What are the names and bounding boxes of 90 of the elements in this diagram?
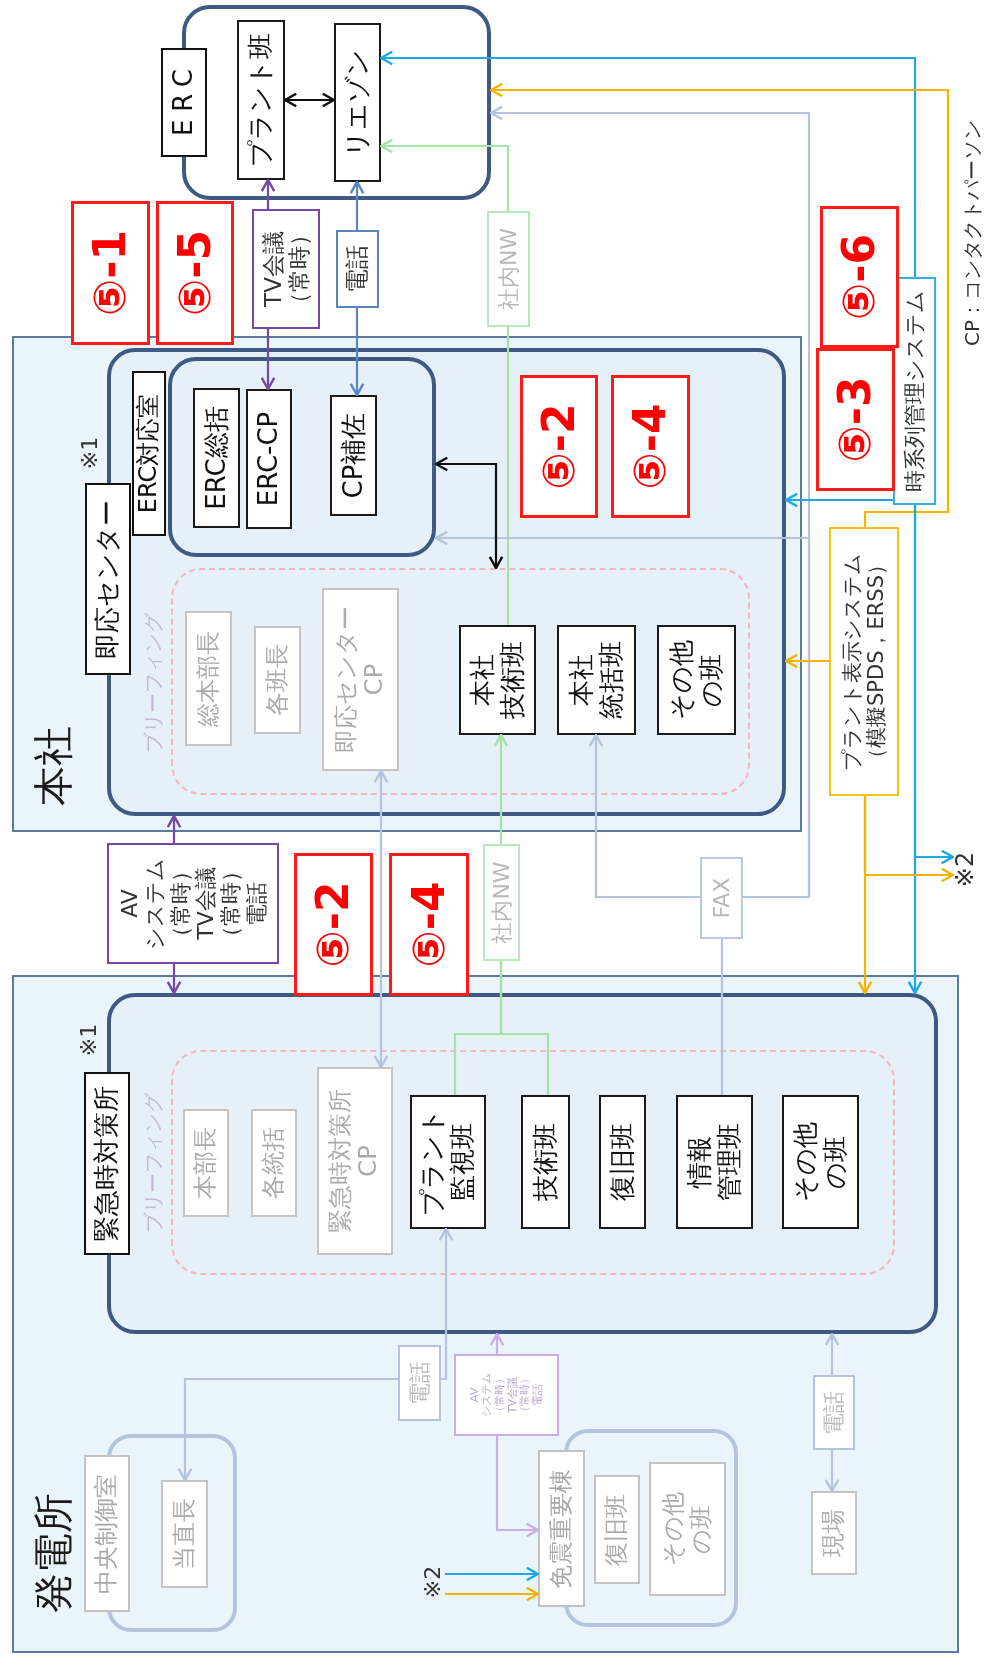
role-box: 各統括 bbox=[251, 1109, 297, 1217]
channel-box: 電話 bbox=[398, 1345, 441, 1421]
channel-box: 社内NW bbox=[483, 844, 520, 961]
arrow bbox=[445, 1586, 540, 1602]
organization-frame bbox=[168, 357, 436, 557]
title-box: 緊急時対策所 bbox=[84, 1072, 130, 1255]
step-label: ⑤-5 bbox=[156, 201, 234, 345]
team-box: 技術班 bbox=[521, 1095, 570, 1229]
role-box: その他の班 bbox=[649, 1462, 726, 1596]
role-box: 緊急時対策所CP bbox=[317, 1067, 393, 1255]
arrow bbox=[445, 1566, 540, 1582]
note-mark: ※2 bbox=[421, 1560, 445, 1604]
channel-box: 電話 bbox=[813, 1375, 855, 1450]
role-box: 当直長 bbox=[161, 1480, 208, 1588]
step-label: ⑤-6 bbox=[820, 206, 899, 348]
channel-box: AVシステム（常時）TV会議（常時）電話 bbox=[454, 1354, 559, 1436]
team-box: 本社統括班 bbox=[557, 625, 636, 735]
role-box: 総本部長 bbox=[185, 611, 232, 746]
arrow bbox=[824, 1332, 840, 1375]
title-box: 免震重要棟 bbox=[538, 1450, 585, 1607]
footnote-mark: ※1 bbox=[76, 435, 104, 472]
arrow bbox=[177, 1377, 398, 1482]
team-box: リエゾン bbox=[334, 23, 381, 182]
role-box: 即応センターCP bbox=[322, 588, 399, 771]
site-area bbox=[12, 975, 959, 1653]
title-box: 即応センター bbox=[85, 483, 131, 675]
arrow bbox=[495, 1436, 540, 1538]
connector-line bbox=[506, 327, 510, 625]
step-label: ⑤-2 bbox=[520, 375, 598, 518]
arrow bbox=[434, 456, 504, 570]
step-label: ⑤-2 bbox=[294, 853, 373, 996]
arrow bbox=[588, 733, 700, 899]
arrow bbox=[260, 329, 276, 391]
arrow bbox=[373, 769, 389, 1069]
role-box: 各班長 bbox=[254, 626, 301, 734]
system-box: 時系列管理システム bbox=[893, 277, 936, 505]
team-box: 本社技術班 bbox=[459, 625, 536, 735]
channel-box: 電話 bbox=[336, 230, 379, 308]
step-label: ⑤-4 bbox=[611, 375, 690, 518]
team-box: 復旧班 bbox=[599, 1095, 646, 1229]
arrow bbox=[434, 530, 811, 899]
channel-box: TV会議（常時） bbox=[252, 209, 320, 329]
title-box: 中央制御室 bbox=[84, 1455, 130, 1612]
arrow bbox=[784, 653, 829, 669]
channel-box: 社内NW bbox=[487, 211, 530, 327]
arrow bbox=[260, 178, 276, 209]
team-box: ERC総括 bbox=[193, 388, 240, 528]
channel-box: AVシステム（常時）TV会議（常時）電話 bbox=[107, 843, 279, 964]
footnote-text: CP：コンタクトパーソン bbox=[960, 118, 984, 346]
arrow bbox=[283, 92, 336, 108]
area-title: 本社 bbox=[30, 725, 75, 808]
step-label: ⑤-4 bbox=[389, 853, 469, 996]
channel-box: FAX bbox=[700, 857, 743, 939]
note-mark: ※2 bbox=[953, 846, 979, 893]
role-box: 本部長 bbox=[183, 1109, 229, 1217]
team-box: プラント班 bbox=[237, 20, 285, 180]
team-box: その他の班 bbox=[782, 1095, 859, 1229]
connector-line bbox=[720, 939, 724, 1095]
arrow bbox=[784, 492, 893, 508]
team-box: プラント監視班 bbox=[410, 1095, 486, 1229]
arrow bbox=[166, 964, 182, 995]
role-box: 現場 bbox=[811, 1491, 857, 1575]
arrow bbox=[493, 733, 509, 844]
arrow bbox=[489, 82, 950, 527]
team-box: ERC-CP bbox=[246, 389, 292, 529]
title-box: ERC bbox=[161, 48, 207, 157]
step-label: ⑤-3 bbox=[816, 348, 895, 491]
arrow bbox=[379, 138, 510, 211]
arrow bbox=[438, 1227, 454, 1381]
arrow bbox=[379, 50, 917, 277]
area-title: 発電所 bbox=[30, 1491, 75, 1615]
arrow bbox=[349, 308, 365, 397]
briefing-label: ブリーフィング bbox=[140, 611, 166, 755]
system-box: プラント表示システム（模擬SPDS，ERSS） bbox=[829, 527, 899, 796]
site-area bbox=[12, 336, 802, 832]
role-box: 復旧班 bbox=[594, 1475, 640, 1584]
connector-line bbox=[499, 961, 550, 1095]
briefing-label: ブリーフィング bbox=[140, 1091, 166, 1235]
title-box: ERC対応室 bbox=[132, 371, 166, 536]
arrow bbox=[166, 814, 182, 843]
team-box: CP補佐 bbox=[330, 395, 377, 516]
step-label: ⑤-1 bbox=[71, 201, 150, 345]
team-box: 情報管理班 bbox=[676, 1095, 753, 1229]
arrow bbox=[489, 1332, 505, 1354]
arrow bbox=[349, 180, 365, 230]
arrow bbox=[913, 505, 955, 865]
team-box: その他の班 bbox=[657, 625, 736, 735]
footnote-mark: ※1 bbox=[75, 1022, 103, 1059]
arrow bbox=[863, 796, 955, 883]
arrow bbox=[824, 1450, 840, 1493]
